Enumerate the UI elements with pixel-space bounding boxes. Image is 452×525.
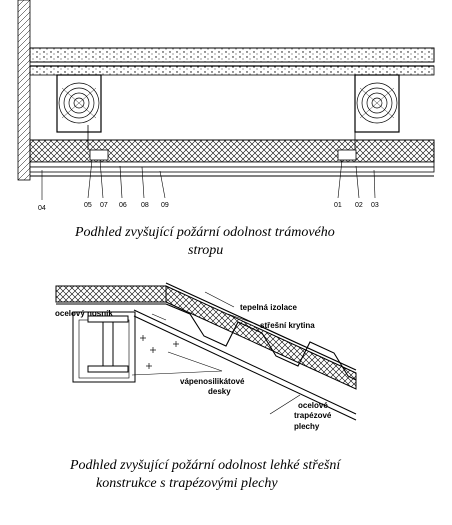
trapezoid-sheet: [165, 303, 357, 381]
label-roofing: střešní krytina: [260, 321, 315, 330]
label-trapezoid-1: ocelové: [298, 401, 328, 410]
label-04: 04: [38, 205, 46, 212]
roof-insulation-flat: [55, 285, 167, 303]
label-08: 08: [141, 202, 149, 209]
label-calcium-silicate-2: desky: [208, 387, 231, 396]
wall-section: [17, 0, 31, 181]
label-steel-beam: ocelový nosník: [55, 309, 113, 318]
bottom-caption-line1: Podhled zvyšující požární odolnost lehké…: [70, 458, 341, 473]
board-layer-1: [29, 161, 435, 168]
thermal-insulation: [165, 285, 357, 390]
top-caption-line1: Podhled zvyšující požární odolnost trámo…: [75, 225, 335, 240]
steel-beam: [87, 315, 129, 373]
timber-beam-right: [354, 74, 400, 133]
floor-topping: [29, 47, 435, 63]
label-02: 02: [355, 202, 363, 209]
label-trapezoid-3: plechy: [294, 422, 320, 431]
roof-drawing: ocelový nosník tepelná izolace střešní k…: [55, 282, 357, 431]
bottom-caption-line2: konstrukce s trapézovými plechy: [96, 476, 278, 491]
label-01: 01: [334, 202, 342, 209]
beam-ceiling-drawing: 04 05 07 06 08 09 01 02 03: [17, 0, 435, 212]
label-calcium-silicate-1: vápenosilikátové: [180, 377, 245, 386]
board-layer-2: [29, 166, 435, 173]
label-03: 03: [371, 202, 379, 209]
label-trapezoid-2: trapézové: [294, 411, 332, 420]
floor-boards: [29, 65, 435, 76]
top-caption-line2: stropu: [188, 243, 224, 258]
label-07: 07: [100, 202, 108, 209]
label-05: 05: [84, 202, 92, 209]
label-thermal-insulation: tepelná izolace: [240, 303, 297, 312]
timber-beam-left: [56, 74, 102, 133]
label-06: 06: [119, 202, 127, 209]
label-09: 09: [161, 202, 169, 209]
roofing-line: [165, 282, 357, 371]
